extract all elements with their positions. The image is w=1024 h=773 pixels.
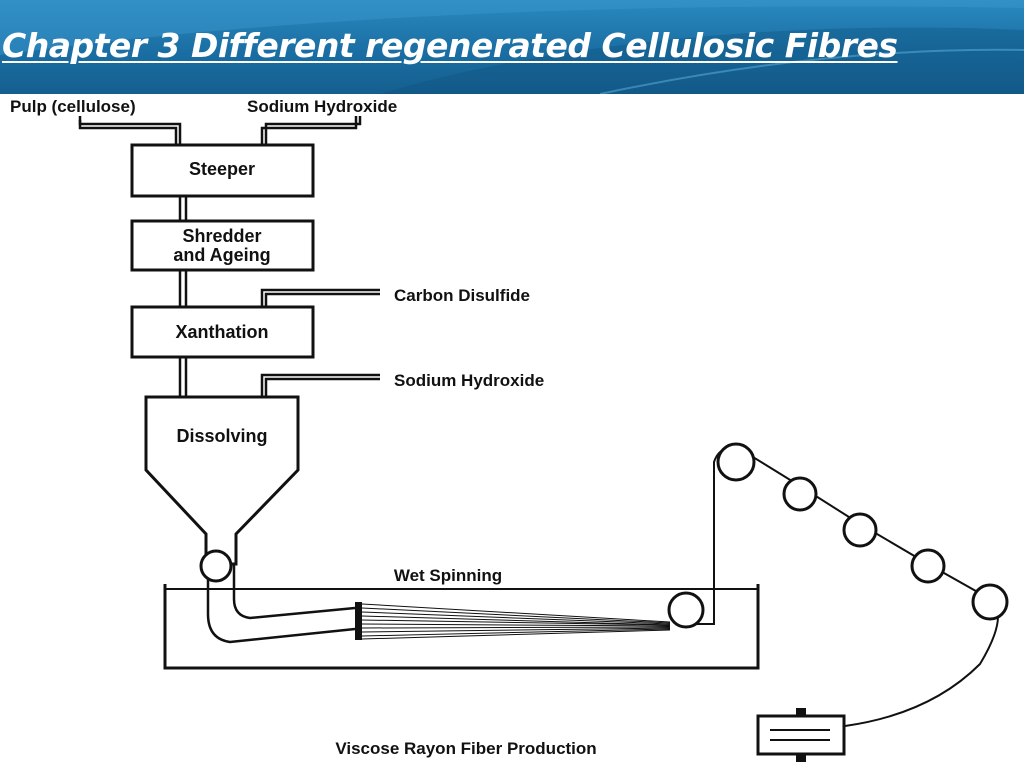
diagram-caption: Viscose Rayon Fiber Production <box>335 739 596 758</box>
take-up-bobbin <box>756 708 846 762</box>
dissolving-tank: Dissolving <box>144 395 300 566</box>
pulp-input-label: Pulp (cellulose) <box>10 97 136 116</box>
process-diagram: Steeper Shredder and Ageing Xanthation D… <box>0 94 1024 768</box>
shredder-label-line2: and Ageing <box>173 245 270 265</box>
shredder-box: Shredder and Ageing <box>130 219 315 272</box>
pipe-lines <box>78 116 380 644</box>
godet-roller-4 <box>971 583 1009 621</box>
naoh-mid-input-label: Sodium Hydroxide <box>394 371 544 390</box>
godet-roller-3 <box>910 548 946 584</box>
bath-roller <box>667 591 705 629</box>
slide-header: Chapter 3 Different regenerated Cellulos… <box>0 0 1024 94</box>
xanthation-box: Xanthation <box>130 305 315 359</box>
slide-title: Chapter 3 Different regenerated Cellulos… <box>2 26 898 65</box>
naoh-top-input-label: Sodium Hydroxide <box>247 97 397 116</box>
carbon-disulfide-label: Carbon Disulfide <box>394 286 530 305</box>
filament-bundle <box>361 603 671 640</box>
godet-roller-1 <box>782 476 818 512</box>
top-roller <box>716 442 756 482</box>
rollers <box>199 442 1009 629</box>
xanthation-label: Xanthation <box>176 322 269 342</box>
spinneret <box>355 602 362 640</box>
shredder-label-line1: Shredder <box>182 226 261 246</box>
spinning-bath: Wet Spinning <box>163 566 760 670</box>
steeper-label: Steeper <box>189 159 255 179</box>
header-decoration <box>0 0 1024 94</box>
filament-path <box>686 446 999 727</box>
dissolving-label: Dissolving <box>176 426 267 446</box>
godet-roller-2 <box>842 512 878 548</box>
bath-entry-roller <box>199 549 233 583</box>
wet-spinning-label: Wet Spinning <box>394 566 502 585</box>
steeper-box: Steeper <box>130 143 315 198</box>
